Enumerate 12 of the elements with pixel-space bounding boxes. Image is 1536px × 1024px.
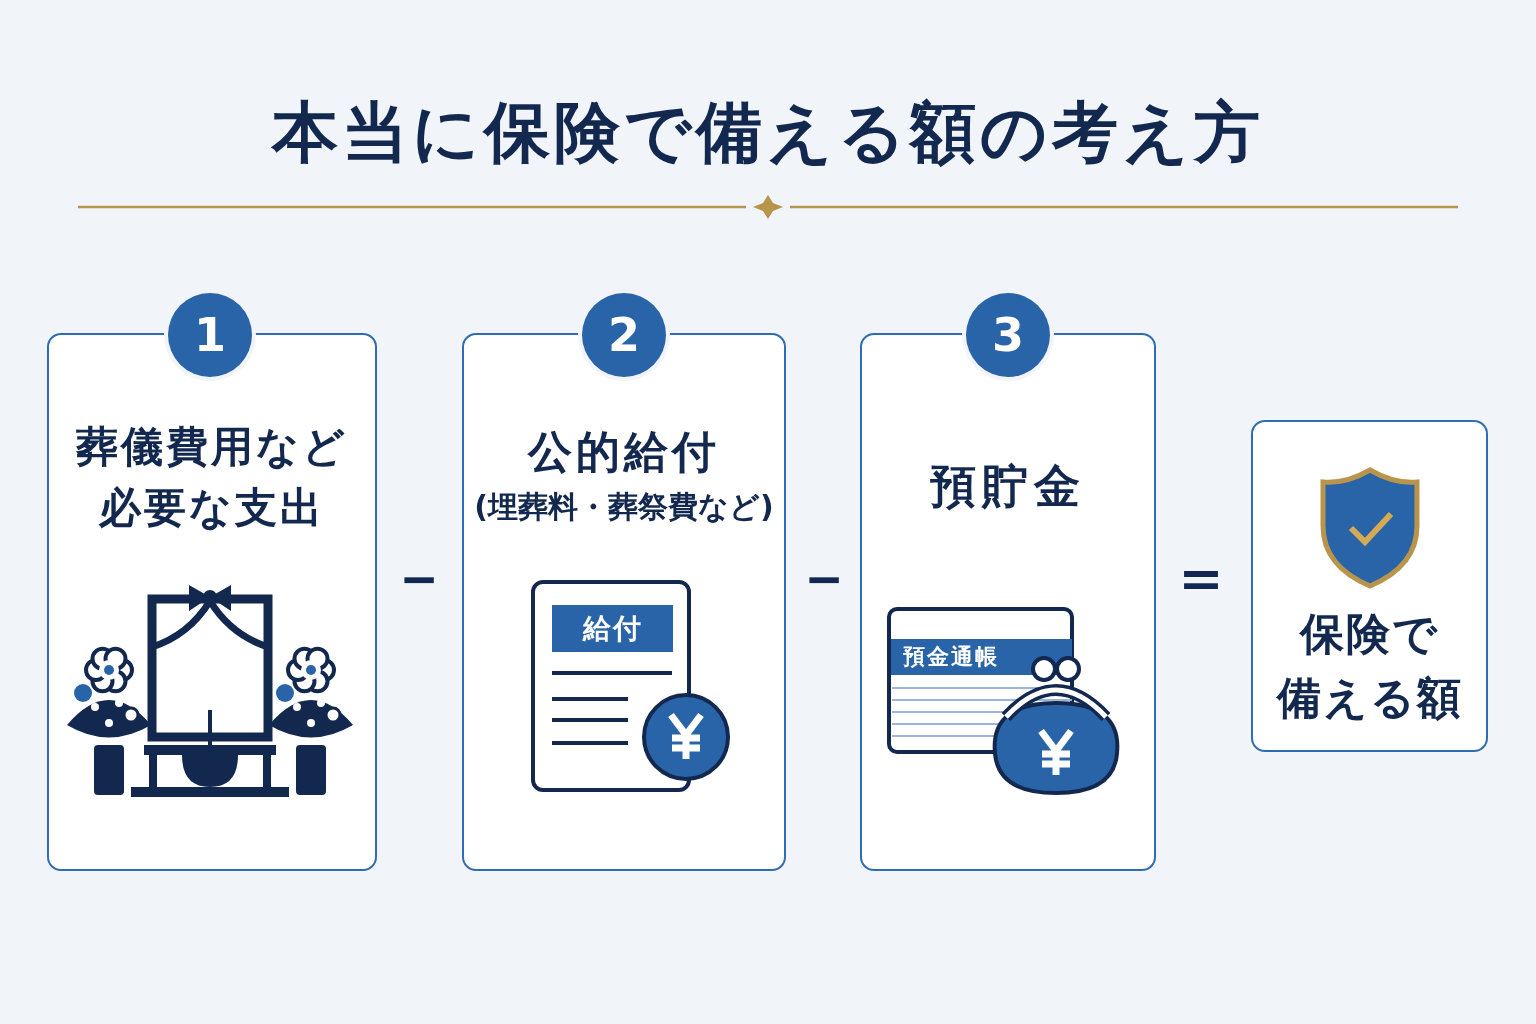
minus-sign: － bbox=[388, 540, 448, 614]
card-subheading: (埋葬料・葬祭費など) bbox=[473, 488, 775, 526]
card-heading: 預貯金 bbox=[929, 458, 1087, 515]
card-heading: 保険で備える額 bbox=[1275, 607, 1464, 725]
equals-sign: ＝ bbox=[1170, 540, 1230, 614]
minus-sign: － bbox=[793, 540, 853, 614]
label-tag: 給付 bbox=[552, 605, 673, 652]
step-card bbox=[1251, 420, 1488, 752]
card-heading: 葬儀費用など必要な支出 bbox=[75, 421, 349, 534]
card-heading: 公的給付 bbox=[526, 425, 721, 479]
page-title: 本当に保険で備える額の考え方 bbox=[270, 93, 1265, 173]
bankbook-header: 預金通帳 bbox=[891, 639, 1072, 675]
